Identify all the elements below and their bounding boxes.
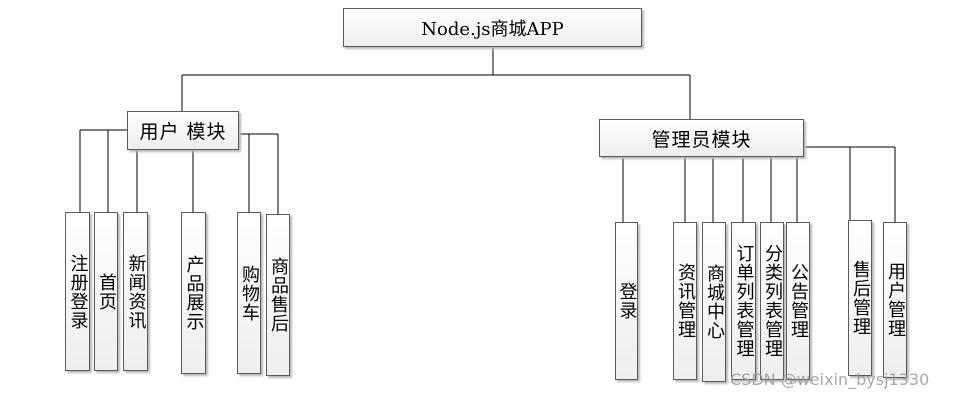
user-child-label: 新闻资讯	[125, 253, 147, 330]
user-child-news: 新闻资讯	[123, 212, 148, 371]
admin-child-news-management: 资讯管理	[673, 222, 697, 380]
admin-child-category-list-management: 分类列表管理	[760, 222, 784, 380]
root-node: Node.js商城APP	[343, 8, 642, 47]
admin-child-user-management: 用户管理	[883, 222, 907, 378]
user-child-home: 首页	[94, 212, 118, 371]
admin-child-label: 公告管理	[788, 263, 809, 339]
admin-child-label: 商城中心	[704, 264, 725, 340]
user-module-label: 用户 模块	[139, 121, 227, 143]
user-child-label: 注册登录	[67, 253, 89, 330]
user-child-products: 产品展示	[181, 212, 206, 374]
user-child-register-login: 注册登录	[65, 212, 90, 371]
admin-child-label: 登录	[616, 282, 638, 320]
user-child-label: 购物车	[239, 264, 260, 322]
user-module-node: 用户 模块	[127, 111, 239, 150]
user-child-after-sales: 商品售后	[266, 214, 290, 376]
user-child-label: 产品展示	[183, 255, 205, 331]
admin-child-order-list-management: 订单列表管理	[731, 222, 756, 380]
admin-module-label: 管理员模块	[651, 128, 752, 151]
admin-child-login: 登录	[615, 222, 638, 380]
admin-child-label: 用户管理	[885, 262, 906, 338]
admin-child-after-sales-management: 售后管理	[848, 220, 872, 376]
admin-child-notice-management: 公告管理	[786, 222, 810, 380]
admin-child-mall-center: 商城中心	[702, 222, 726, 382]
admin-child-label: 分类列表管理	[762, 244, 783, 358]
admin-child-label: 订单列表管理	[733, 244, 755, 358]
root-node-label: Node.js商城APP	[421, 18, 564, 40]
user-child-cart: 购物车	[237, 212, 261, 374]
admin-module-node: 管理员模块	[599, 119, 804, 157]
admin-child-label: 资讯管理	[675, 263, 696, 339]
watermark-text: CSDN @weixin_bysj1330	[730, 370, 930, 389]
admin-child-label: 售后管理	[850, 260, 871, 336]
user-child-label: 首页	[96, 272, 117, 311]
user-child-label: 商品售后	[268, 257, 289, 333]
